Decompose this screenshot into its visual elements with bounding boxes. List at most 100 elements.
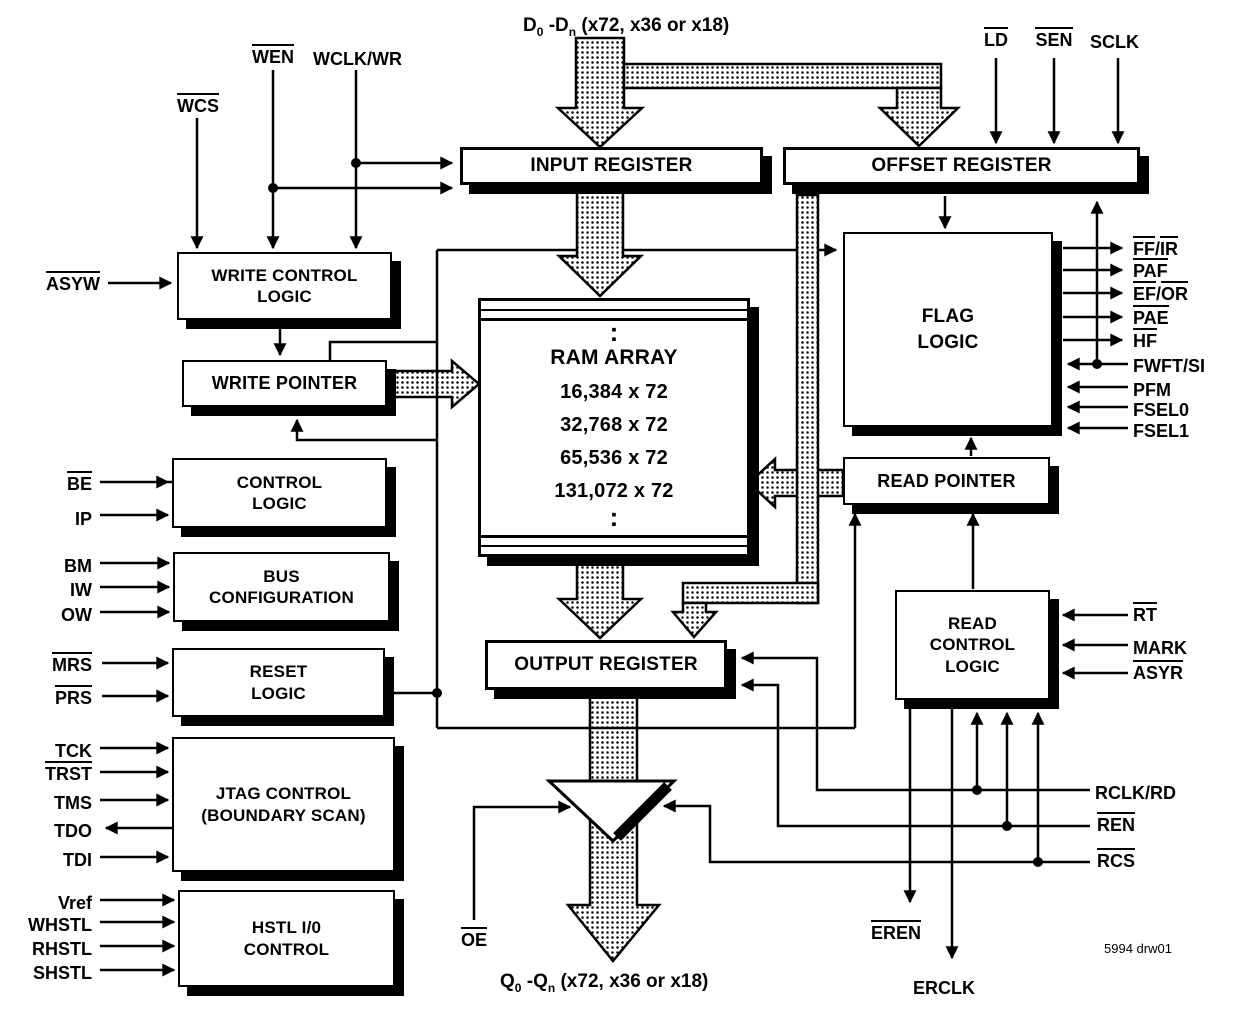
write-pointer-block: WRITE POINTER: [182, 360, 387, 407]
tristate-buffer-icon: [545, 779, 678, 844]
signal-bm-label: BM: [64, 556, 92, 577]
write-pointer-to-ram-arrow: [388, 358, 481, 410]
signal-fsel1-label: FSEL1: [1133, 421, 1190, 442]
signal-erclk-label: ERCLK: [913, 978, 975, 999]
output-register-label: OUTPUT REGISTER: [514, 654, 698, 676]
d-bus-to-offset-arrow: [876, 86, 962, 148]
jtag-control-label2: (BOUNDARY SCAN): [201, 805, 366, 825]
ram-array-block: : RAM ARRAY 16,384 x 72 32,768 x 72 65,5…: [478, 298, 750, 557]
offset-horizontal-band: [681, 581, 820, 605]
signal-fwft-si-label: FWFT/SI: [1133, 356, 1205, 377]
offset-register-label: OFFSET REGISTER: [871, 155, 1052, 177]
signal-tdi-label: TDI: [63, 850, 92, 871]
input-register-label: INPUT REGISTER: [530, 155, 693, 177]
signal-wcs-label: WCS: [172, 93, 224, 115]
write-control-logic-label2: LOGIC: [257, 287, 312, 306]
signal-pfm-label: PFM: [1133, 380, 1171, 401]
write-control-logic-block: WRITE CONTROL LOGIC: [177, 252, 392, 320]
signal-ld-label: LD: [970, 27, 1022, 49]
signal-shstl-label: SHSTL: [32, 963, 92, 984]
signal-asyr-label: ASYR: [1133, 660, 1184, 682]
junction-dots: [268, 158, 1102, 867]
signal-tms-label: TMS: [54, 793, 92, 814]
signal-ow-label: OW: [61, 605, 92, 626]
signal-hf-label: HF: [1133, 328, 1157, 350]
bus-configuration-label2: CONFIGURATION: [209, 588, 354, 607]
input-register-block: INPUT REGISTER: [460, 147, 763, 185]
ram-ellipsis-bottom: :: [609, 501, 619, 532]
bus-configuration-block: BUS CONFIGURATION: [173, 552, 390, 622]
signal-rclk-rd-label: RCLK/RD: [1095, 783, 1176, 804]
signal-mrs-label: MRS: [0, 652, 92, 674]
signal-prs-label: PRS: [0, 685, 92, 707]
d-bus-horizontal-band: [622, 62, 943, 90]
signal-eren-label: EREN: [871, 920, 922, 942]
signal-tck-label: TCK: [55, 741, 92, 762]
signal-paf-label: PAF: [1133, 258, 1168, 280]
read-control-logic-label: READ: [948, 614, 997, 634]
flag-logic-block: FLAG LOGIC: [843, 232, 1053, 427]
read-pointer-label: READ POINTER: [877, 470, 1016, 491]
signal-ff-ir-label: FF/IR: [1133, 236, 1179, 258]
hstl-io-control-block: HSTL I/0 CONTROL: [178, 890, 395, 987]
signal-ip-label: IP: [74, 509, 92, 530]
signal-rt-label: RT: [1133, 602, 1157, 624]
reset-logic-label2: LOGIC: [251, 683, 306, 703]
output-register-block: OUTPUT REGISTER: [485, 640, 727, 690]
signal-sclk-label: SCLK: [1090, 32, 1139, 53]
signal-vref-label: Vref: [57, 893, 92, 914]
jtag-control-label: JTAG CONTROL: [215, 784, 352, 804]
reset-logic-label: RESET: [249, 662, 308, 682]
read-control-logic-label3: LOGIC: [945, 656, 1000, 676]
signal-ren-label: REN: [1097, 812, 1136, 834]
signal-trst-label: TRST: [0, 761, 92, 783]
flag-logic-label2: LOGIC: [917, 331, 979, 353]
flag-logic-label: FLAG: [921, 305, 975, 327]
control-logic-label: CONTROL: [236, 472, 323, 492]
ram-top-line2: [481, 318, 747, 321]
input-to-ram-arrow: [555, 183, 645, 298]
read-pointer-block: READ POINTER: [843, 457, 1050, 505]
write-pointer-label: WRITE POINTER: [211, 373, 358, 394]
signal-be-label: BE: [0, 471, 92, 493]
signal-fsel0-label: FSEL0: [1133, 400, 1190, 421]
signal-sen-label: SEN: [1027, 27, 1081, 49]
signal-rhstl-label: RHSTL: [32, 939, 92, 960]
hstl-io-control-label2: CONTROL: [243, 939, 330, 959]
read-control-logic-block: READ CONTROL LOGIC: [895, 590, 1050, 700]
signal-iw-label: IW: [70, 580, 92, 601]
ram-bottom-line2: [481, 545, 747, 547]
signal-whstl-label: WHSTL: [28, 915, 92, 936]
ram-size-row: 65,536 x 72: [560, 446, 668, 469]
offset-vertical-band: [795, 193, 820, 605]
q-bus-label: Q0 -Qn (x72, x36 or x18): [500, 971, 709, 995]
control-logic-label2: LOGIC: [252, 494, 307, 513]
signal-ef-or-label: EF/OR: [1133, 281, 1189, 303]
signal-mark-label: MARK: [1133, 638, 1187, 659]
drawing-number-note: 5994 drw01: [1104, 941, 1172, 956]
ram-top-line1: [481, 309, 747, 311]
reset-logic-block: RESET LOGIC: [172, 648, 385, 717]
signal-pae-label: PAE: [1133, 305, 1169, 327]
signal-asyw-label: ASYW: [8, 271, 100, 293]
hstl-io-control-label: HSTL I/0: [251, 918, 322, 938]
offset-register-block: OFFSET REGISTER: [783, 147, 1140, 185]
ram-array-title: RAM ARRAY: [550, 346, 678, 370]
d-bus-down-arrow: [554, 36, 646, 149]
signal-oe-label: OE: [449, 927, 499, 949]
ram-size-row: 16,384 x 72: [560, 380, 668, 403]
write-control-logic-label: WRITE CONTROL: [211, 265, 358, 285]
ram-size-row: 32,768 x 72: [560, 413, 668, 436]
control-logic-block: CONTROL LOGIC: [172, 458, 387, 528]
signal-wen-label: WEN: [245, 44, 301, 66]
signal-tdo-label: TDO: [54, 821, 92, 842]
ram-size-row: 131,072 x 72: [554, 479, 674, 502]
ram-bottom-line1: [481, 535, 747, 538]
ram-ellipsis-top: :: [609, 317, 619, 347]
ram-to-output-arrow: [555, 555, 645, 640]
signal-rcs-label: RCS: [1097, 848, 1136, 870]
d-bus-label: D0 -Dn (x72, x36 or x18): [523, 15, 730, 39]
signal-wclk-wr-label: WCLK/WR: [313, 49, 402, 70]
